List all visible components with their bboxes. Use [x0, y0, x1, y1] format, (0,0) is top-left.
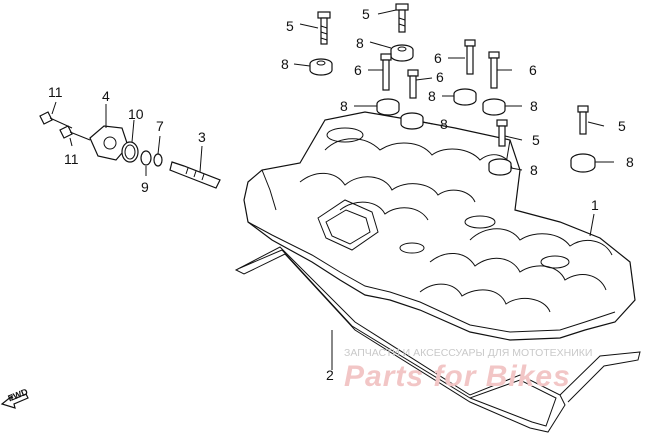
rubber-seal-8g [488, 158, 512, 176]
cover-bolt-5c [496, 119, 508, 147]
watermark-logo-text: Parts for Bikes [344, 360, 571, 393]
callout-8-seal-far-right: 8 [626, 154, 634, 170]
drive-shaft-3 [169, 161, 221, 189]
callout-5-bolt-top-left: 5 [286, 18, 294, 34]
rubber-seal-8f [400, 112, 424, 130]
callout-8-seal-right: 8 [530, 98, 538, 114]
screw-11b [59, 125, 91, 141]
cover-bolt-5d [577, 105, 589, 135]
watermark-russian-line: ЗАПЧАСТИ И АКСЕССУАРЫ ДЛЯ МОТОТЕХНИКИ [344, 347, 592, 359]
callout-4-gearbox: 4 [102, 88, 110, 104]
callout-3-shaft: 3 [198, 129, 206, 145]
callout-8-seal-lower-center: 8 [440, 116, 448, 132]
cylinder-head-cover [243, 111, 636, 341]
callout-11-screw-lower: 11 [64, 151, 79, 167]
callout-5-bolt-top-center: 5 [362, 6, 370, 22]
forward-direction-arrow [0, 393, 29, 409]
callout-6-stud-mid-left: 6 [354, 62, 362, 78]
callout-8-seal-top-left: 8 [281, 56, 289, 72]
callout-8-seal-top-center: 8 [356, 35, 364, 51]
callout-2-gasket: 2 [326, 367, 334, 383]
stud-bolt-6d [407, 69, 419, 99]
stud-bolt-6c [488, 51, 500, 89]
callout-labels: 5 5 8 8 6 6 6 6 8 8 8 8 5 5 8 8 11 11 4 … [48, 6, 634, 383]
callout-8-seal-lower-right: 8 [530, 162, 538, 178]
rubber-seal-8c [376, 98, 400, 116]
callout-5-bolt-right: 5 [532, 132, 540, 148]
callout-5-bolt-far-right: 5 [618, 118, 626, 134]
callout-11-screw-upper: 11 [48, 84, 63, 100]
callout-6-stud-top-right: 6 [434, 50, 442, 66]
callout-8-seal-left: 8 [340, 98, 348, 114]
rubber-seal-8d [453, 88, 477, 106]
washer-7 [153, 153, 163, 167]
rubber-seal-8b [309, 58, 333, 76]
rubber-seal-8e [482, 98, 506, 116]
screw-11a [39, 111, 73, 129]
callout-9-washer: 9 [141, 179, 149, 195]
callout-6-stud-far-right: 6 [529, 62, 537, 78]
callout-1-head-cover: 1 [591, 197, 599, 213]
callout-8-seal-center: 8 [428, 88, 436, 104]
head-cover-gasket [234, 246, 641, 433]
cover-bolt-5b [395, 3, 409, 33]
cover-bolt-5a [317, 11, 331, 45]
washer-9 [140, 150, 152, 166]
stud-bolt-6b [380, 53, 392, 91]
callout-7-washer: 7 [156, 118, 164, 134]
callout-6-stud-center: 6 [436, 69, 444, 85]
stud-bolt-6a [464, 39, 476, 75]
rubber-seal-8a [390, 44, 414, 62]
rubber-seal-8h [570, 153, 596, 173]
o-ring-10 [121, 141, 139, 163]
leader-lines [51, 9, 614, 370]
callout-10-o-ring: 10 [128, 106, 144, 122]
